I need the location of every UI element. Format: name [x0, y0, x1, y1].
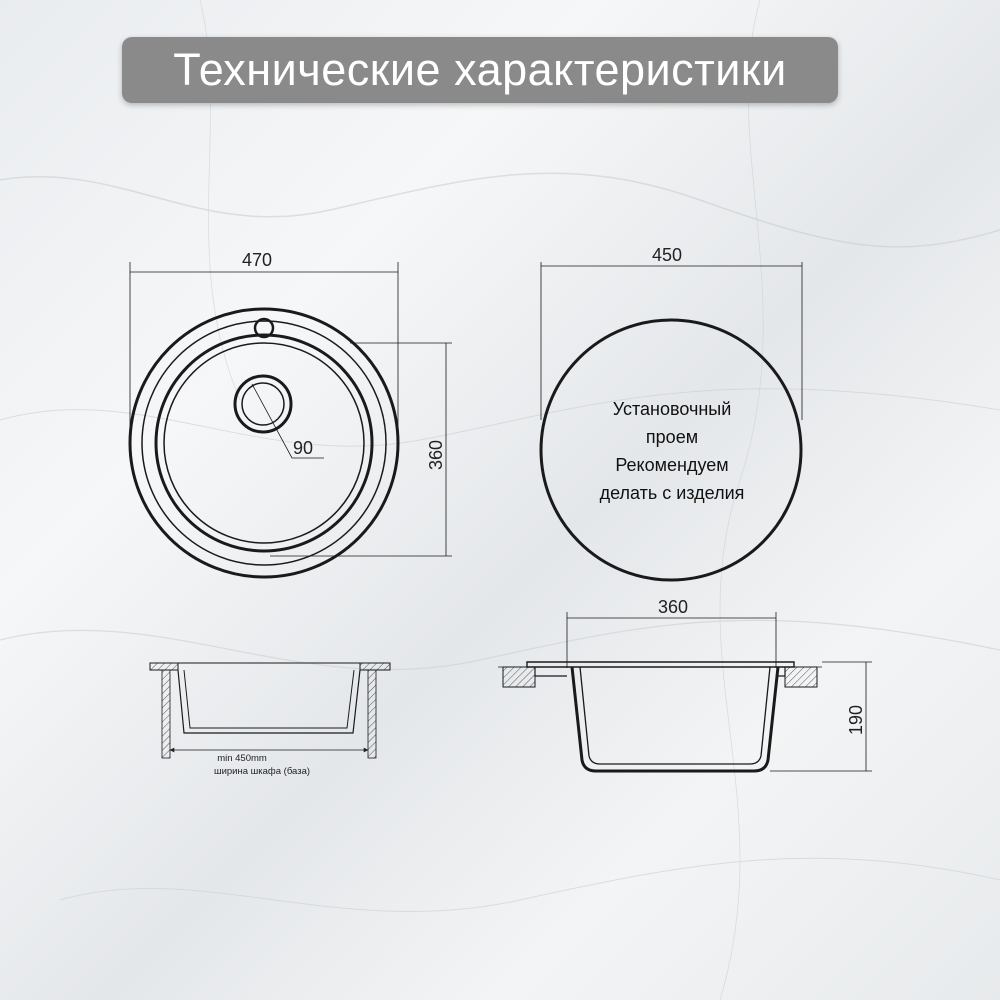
cabinet-width-label: ширина шкафа (база): [214, 766, 310, 777]
sink-profile-inner: [183, 669, 355, 729]
drain-leader: [251, 383, 324, 459]
cutout-note-line-4: делать с изделия: [600, 483, 745, 503]
cutout-circle: [539, 318, 803, 582]
cutout-note-line-3: Рекомендуем: [615, 455, 728, 475]
sink-bowl-inner-profile: [579, 666, 771, 765]
drain-outer: [233, 374, 293, 434]
cabinet-wall-right: [367, 669, 377, 759]
side-countertop-left: [502, 666, 536, 688]
cabinet-section: [149, 662, 391, 759]
cabinet-min-label: min 450mm: [217, 753, 267, 764]
countertop-left: [149, 662, 179, 671]
drain-90-label: 90: [293, 438, 313, 458]
sink-rim-inner-edge: [141, 320, 387, 566]
top-view: [128, 262, 452, 579]
sink-clamp-left: [534, 667, 567, 677]
page-title: Технические характеристики: [173, 44, 787, 95]
width-470-label: 470: [242, 250, 272, 270]
cutout-note-line-2: проем: [646, 427, 698, 447]
faucet-hole: [253, 317, 275, 339]
sink-clamp-right: [776, 667, 786, 677]
cutout-note-line-1: Установочный: [613, 399, 732, 419]
drain-inner: [241, 382, 285, 426]
countertop-right: [359, 662, 391, 671]
height-190-label: 190: [846, 705, 866, 735]
cutout-view: [539, 262, 803, 582]
sink-outer-rim: [128, 307, 400, 579]
side-360-label: 360: [658, 597, 688, 617]
sink-flange: [526, 661, 795, 668]
side-section: [498, 612, 872, 773]
title-banner: Технические характеристики: [122, 37, 838, 103]
sink-bowl-inner: [163, 342, 365, 544]
depth-360-label: 360: [426, 440, 446, 470]
side-countertop-right: [784, 666, 818, 688]
cutout-450-label: 450: [652, 245, 682, 265]
cabinet-wall-left: [161, 669, 171, 759]
sink-profile-outer: [177, 669, 361, 734]
sink-bowl-outer: [154, 333, 374, 553]
sink-bowl-outer-profile: [570, 666, 780, 773]
